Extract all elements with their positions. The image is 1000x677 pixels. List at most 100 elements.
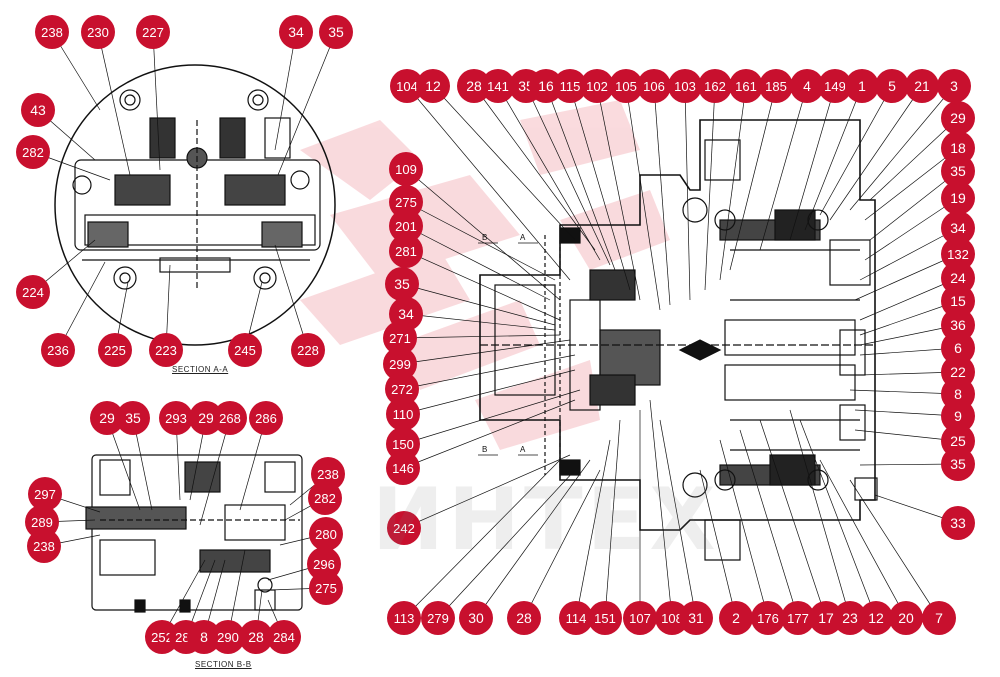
callout-label: 104 [396,79,418,94]
leader-lines [32,31,959,638]
callout-label: 238 [33,539,55,554]
callout-label: 35 [950,163,966,179]
callout-label: 108 [661,611,683,626]
callout-badge: 29 [941,101,975,135]
callout-circle [941,211,975,245]
callout-circle [833,601,867,635]
leader-line [401,283,556,326]
callout-badge: 176 [751,601,785,635]
callout-label: 18 [950,140,966,156]
callout-circle [16,135,50,169]
callout-label: 109 [395,162,417,177]
callout-badge: 35 [116,401,150,435]
callout-label: 268 [219,411,241,426]
callout-circle [751,601,785,635]
callout-badge: 115 [553,69,587,103]
leader-line [849,85,955,211]
callout-badge: 105 [609,69,643,103]
callout-badge: 161 [729,69,763,103]
callout-label: 281 [395,244,417,259]
leader-line [405,313,556,331]
leader-line [596,85,641,301]
callout-badge: 4 [790,69,824,103]
callout-circle [941,399,975,433]
callout-badge: 282 [16,135,50,169]
callout-label: 297 [34,487,56,502]
callout-circle [159,401,193,435]
callout-circle [729,69,763,103]
callout-badge: 238 [27,529,61,563]
callout-badge: 103 [668,69,702,103]
callout-circle [922,601,956,635]
leader-line [625,85,661,311]
callout-circle [385,267,419,301]
callout-circle [941,331,975,365]
callout-badge: 108 [655,601,689,635]
callout-circle [319,15,353,49]
callout-circle [389,209,423,243]
callout-badge: 35 [319,15,353,49]
cut-mark-a-bottom: A [520,445,526,454]
callout-circle [941,447,975,481]
leader-line [649,399,673,619]
callout-badge: 35 [385,267,419,301]
callout-label: 36 [950,317,966,333]
callout-badge: 238 [35,15,69,49]
callout-circle [249,401,283,435]
callout-label: 34 [288,24,304,40]
callout-label: 35 [394,276,410,292]
leader-line [729,85,777,271]
callout-badge: 1 [845,69,879,103]
cut-mark-a-top: A [520,233,526,242]
callout-label: 161 [735,79,757,94]
callout-label: 29 [99,410,115,426]
leader-line [525,85,611,266]
callout-label: 282 [22,145,44,160]
caption-section-bb: SECTION B-B [195,660,252,669]
leader-line [402,399,576,469]
callout-badge: 21 [905,69,939,103]
leader-line [859,300,959,336]
callout-circle [781,601,815,635]
callout-badge: 223 [149,333,183,367]
callout-badge: 279 [421,601,455,635]
section-aa-drawing [54,64,336,346]
callout-label: 290 [217,630,239,645]
leader-line [545,85,616,271]
callout-badge: 228 [291,333,325,367]
leader-line [759,419,827,619]
callout-label: 238 [317,467,339,482]
leader-line [869,170,959,241]
callout-circle [35,15,69,49]
callout-label: 35 [328,24,344,40]
callout-circle [845,69,879,103]
callout-label: 293 [165,411,187,426]
callout-circle [136,15,170,49]
callout-circle [679,601,713,635]
callout-badge: 293 [159,401,193,435]
leader-line [854,409,959,417]
callout-badge: 201 [389,209,423,243]
callout-circle [187,620,221,654]
callout-label: 34 [398,306,414,322]
callout-badge: 12 [416,69,450,103]
callout-badge: 23 [833,601,867,635]
callout-circle [386,397,420,431]
callout-label: 19 [950,190,966,206]
callout-badge: 224 [16,275,50,309]
callout-circle [507,601,541,635]
callout-badge: 34 [279,15,313,49]
callout-circle [941,101,975,135]
callout-label: 132 [947,247,969,262]
callout-circle [623,601,657,635]
leader-line [854,253,959,301]
leader-line [523,469,601,619]
callout-label: 114 [566,611,587,626]
watermark-text: ИНТЕХ [372,470,720,570]
callout-circle [588,601,622,635]
callout-circle [759,69,793,103]
callout-circle [41,333,75,367]
callout-label: 279 [427,611,449,626]
main-section-drawing [479,119,878,561]
callout-circle [279,15,313,49]
